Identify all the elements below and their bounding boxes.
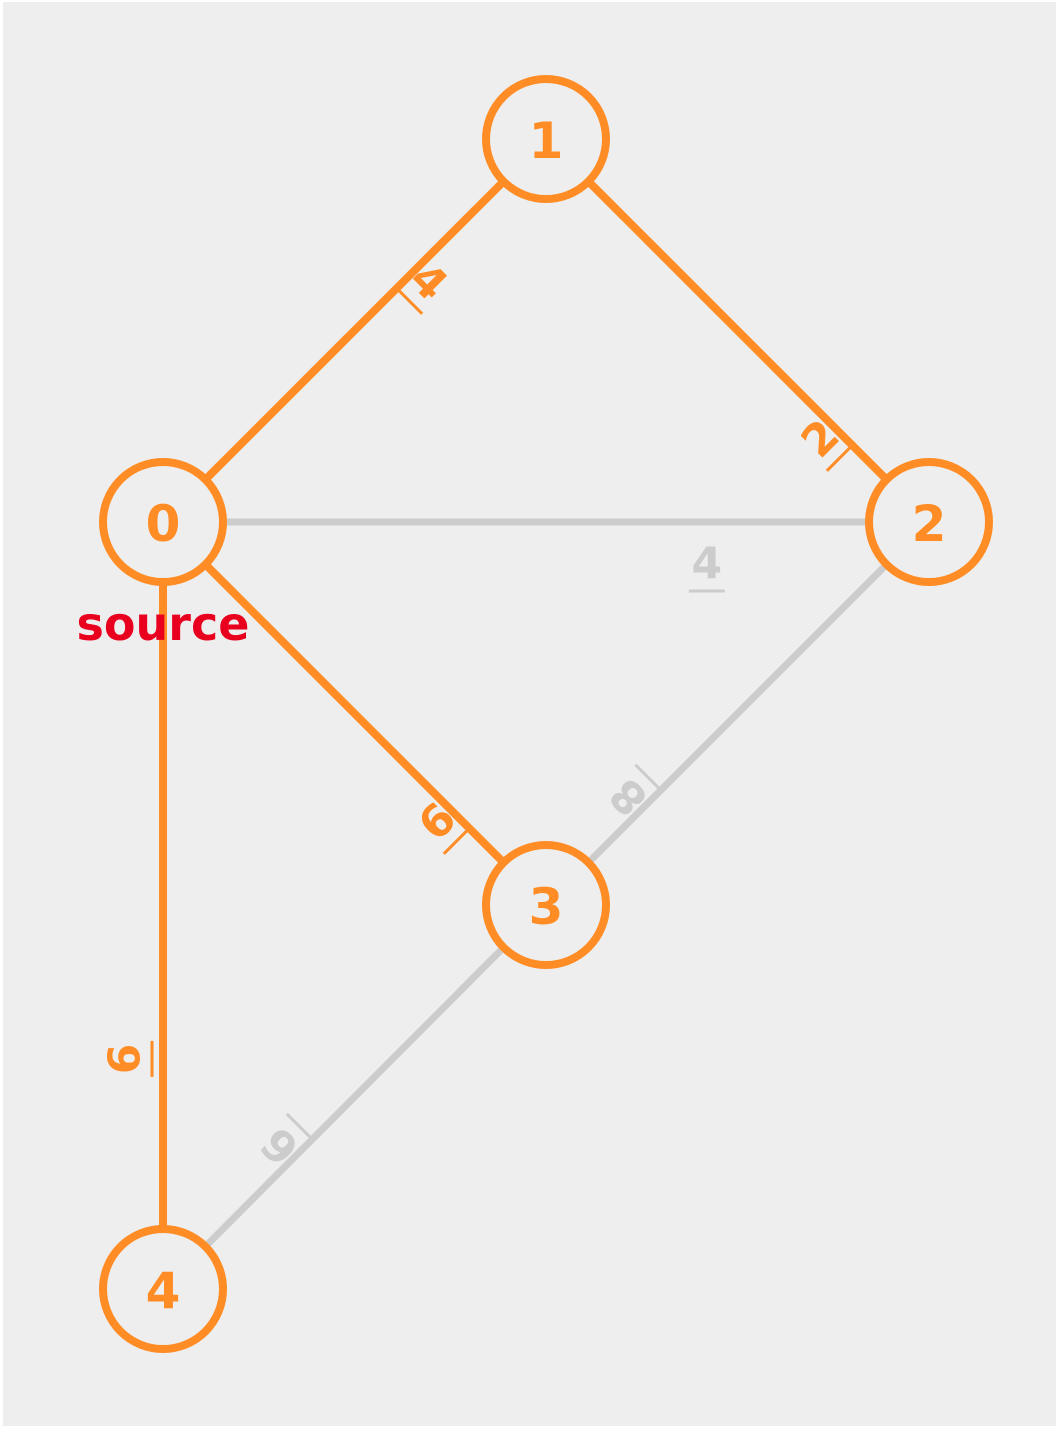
node-label: 4 (146, 1262, 181, 1320)
edge-weight-underline (634, 763, 662, 792)
node-label: 2 (912, 495, 947, 553)
edge-weight-underline (285, 1112, 314, 1141)
edge-weight-label: 6 (252, 1117, 310, 1175)
source-label: source (77, 597, 250, 651)
edge-weight-label: 2 (792, 410, 850, 468)
edge-3-4 (160, 902, 549, 1292)
node-2[interactable]: 2 (865, 458, 993, 586)
node-label: 0 (146, 495, 181, 553)
edge-0-3 (160, 519, 549, 908)
node-circle (482, 75, 610, 203)
edge-weight-underline (442, 827, 471, 855)
edge-weight-label: 4 (400, 253, 458, 311)
node-3[interactable]: 3 (482, 841, 610, 969)
edges-layer: 4 8 6 4 2 6 6 (100, 136, 932, 1292)
edge-weight-0-2: 4 (688, 539, 725, 593)
edge-weight-label: 6 (100, 1044, 151, 1075)
graph-canvas: 4 8 6 4 2 6 6 0 1 2 3 4 source (3, 2, 1056, 1426)
edge-1-2 (543, 136, 932, 525)
edge-weight-label: 4 (692, 539, 723, 590)
node-label: 1 (529, 112, 564, 170)
edge-weight-0-1: 4 (395, 253, 458, 315)
graph-diagram: 4 8 6 4 2 6 6 0 1 2 3 4 source (77, 75, 993, 1353)
edge-weight-underline (825, 444, 854, 472)
node-label: 3 (529, 878, 564, 936)
node-circle (482, 841, 610, 969)
edge-weight-0-4: 6 (100, 1040, 154, 1077)
edge-0-1 (160, 136, 549, 525)
node-0[interactable]: 0 (99, 458, 227, 586)
edge-weight-underline (395, 287, 424, 315)
node-1[interactable]: 1 (482, 75, 610, 203)
edge-weight-3-4: 6 (252, 1112, 314, 1175)
edge-weight-label: 8 (600, 768, 658, 826)
node-circle (865, 458, 993, 586)
edge-weight-label: 6 (409, 793, 467, 851)
node-4[interactable]: 4 (99, 1225, 227, 1353)
edge-2-3 (543, 519, 932, 908)
edge-weight-2-3: 8 (600, 763, 662, 826)
node-circle (99, 1225, 227, 1353)
nodes-layer: 0 1 2 3 4 (99, 75, 993, 1353)
node-circle (99, 458, 227, 586)
